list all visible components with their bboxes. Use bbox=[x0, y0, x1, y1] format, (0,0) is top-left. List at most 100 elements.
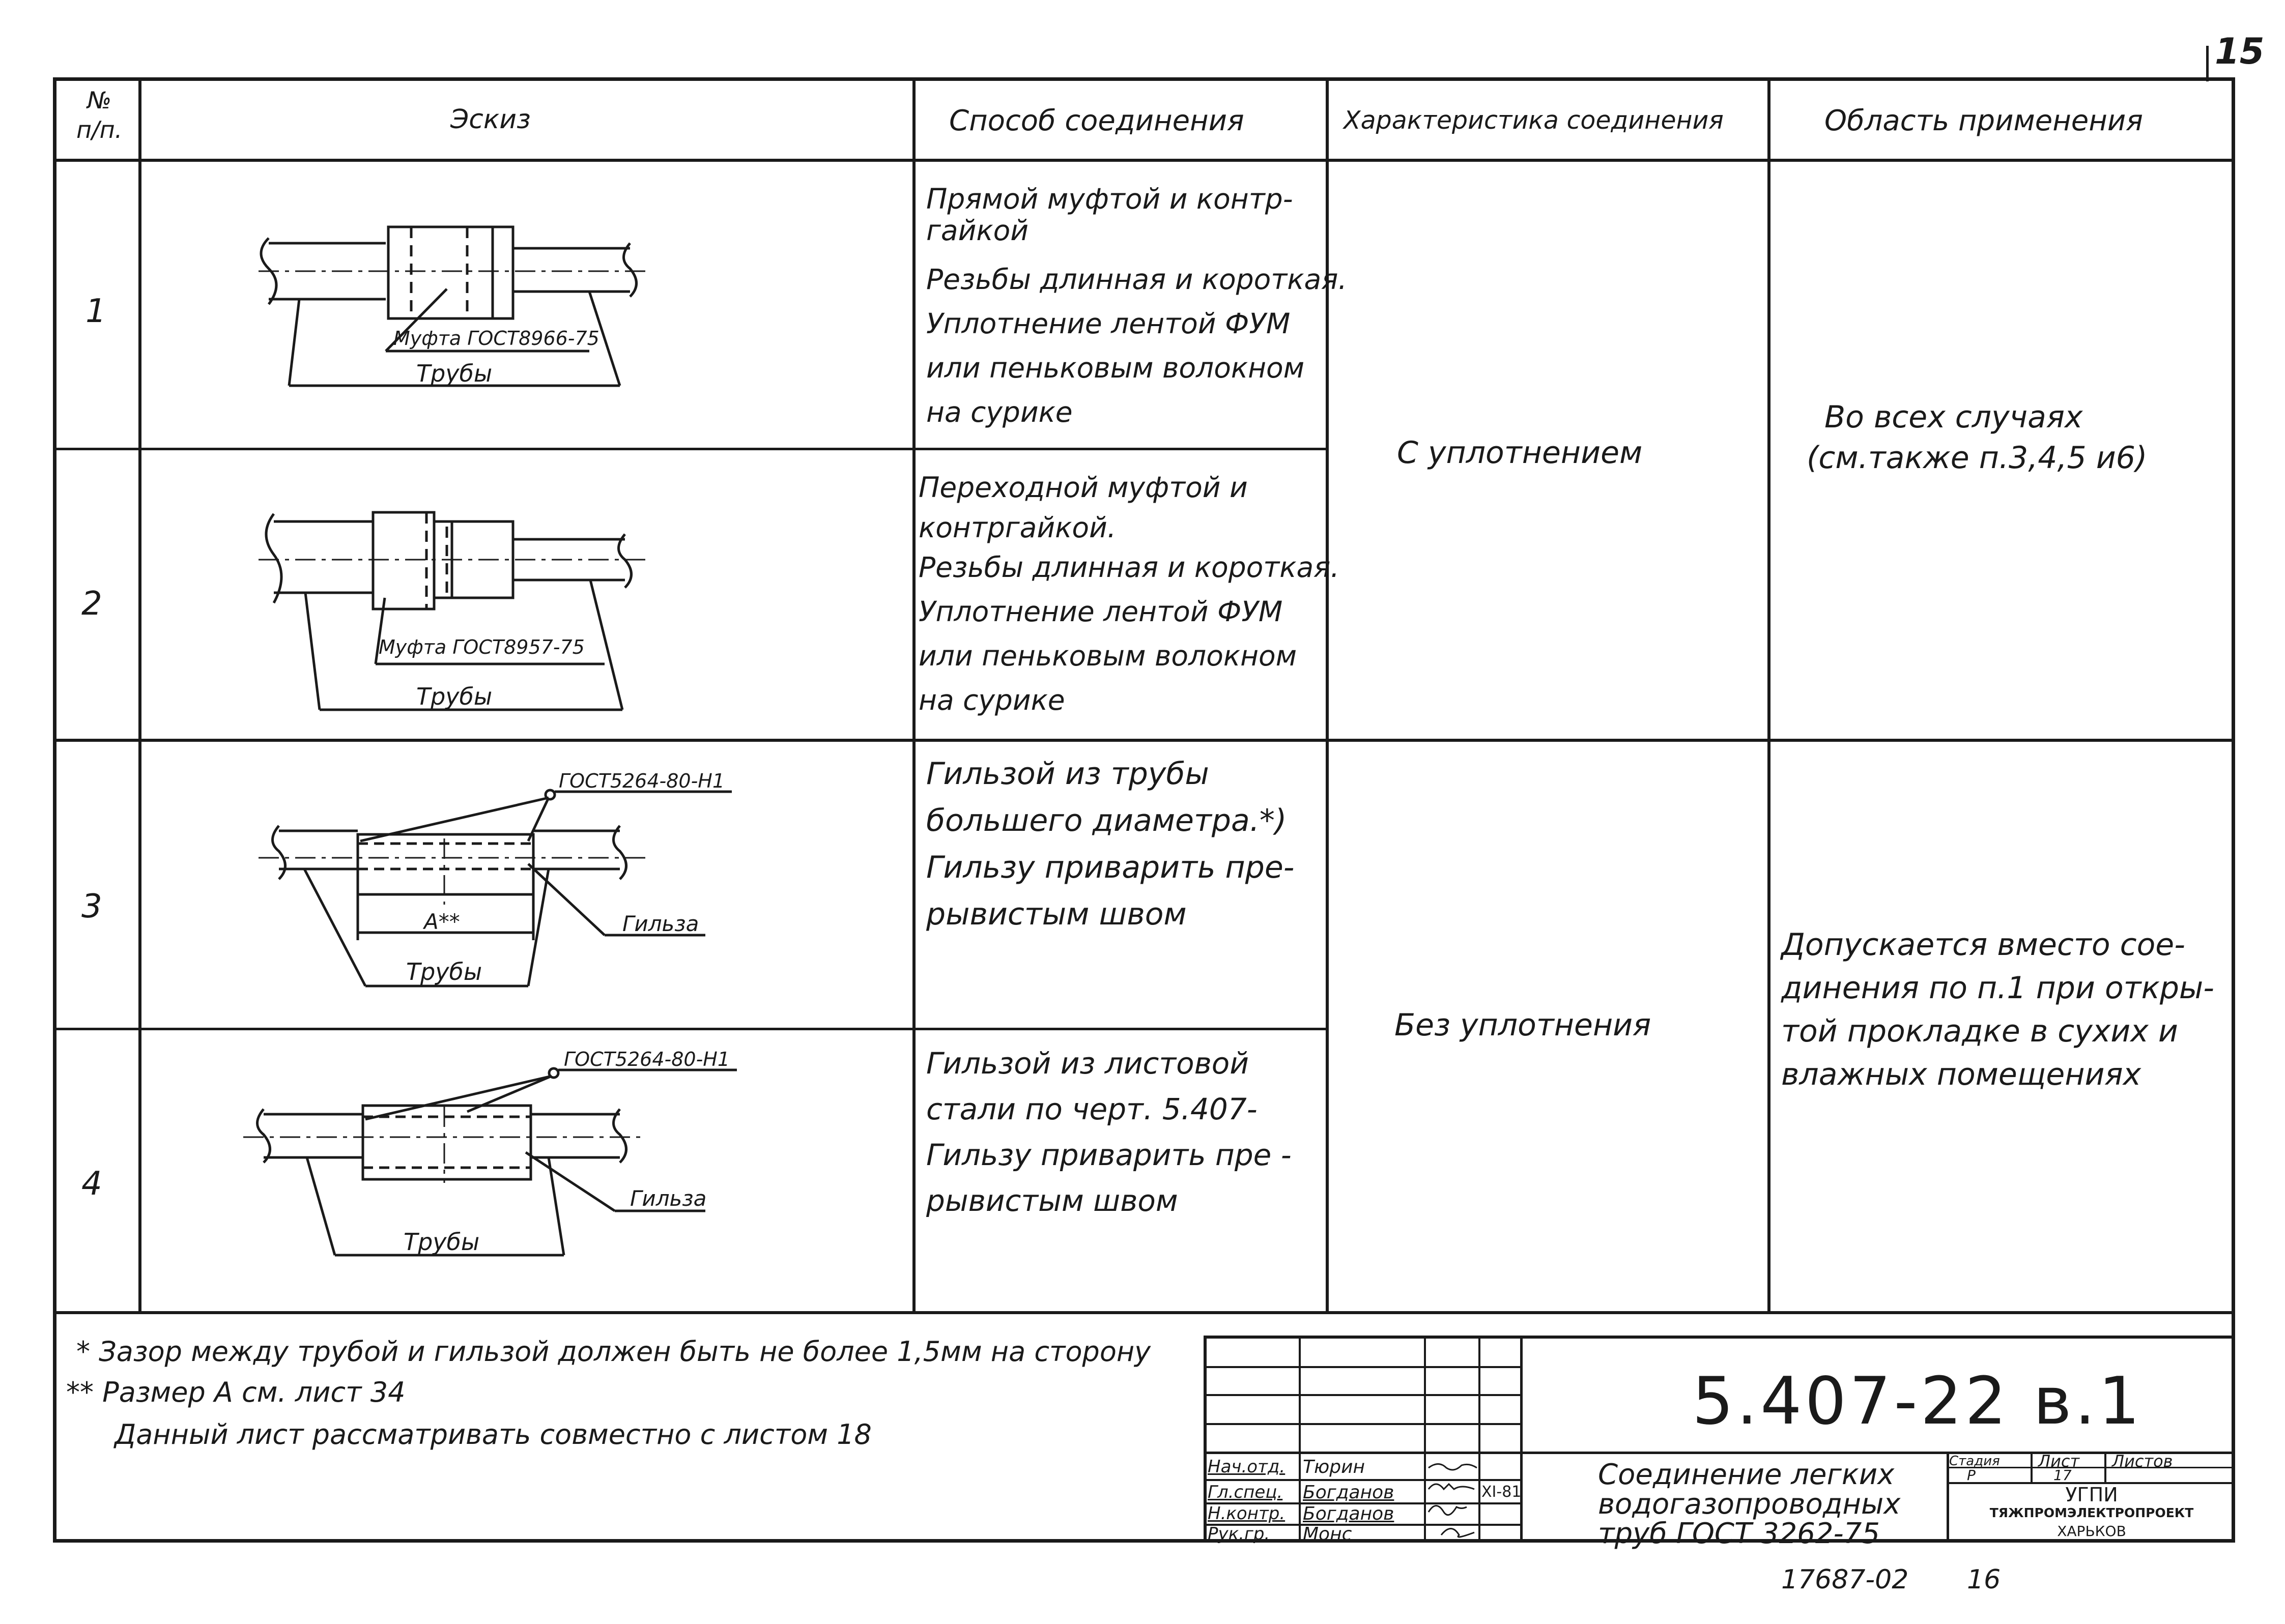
sheet-header: Лист bbox=[2038, 1452, 2080, 1471]
characteristic-group-2: Без уплотнения bbox=[1394, 1007, 1651, 1043]
sketch-label: Муфта ГОСТ8957-75 bbox=[379, 636, 585, 658]
tb-divider bbox=[1520, 1336, 1523, 1543]
sig-role: Гл.спец. bbox=[1208, 1482, 1283, 1502]
tb-divider bbox=[1424, 1336, 1426, 1543]
sketch-row-4: ГОСТ5264-80-Н1 Гильза Трубы bbox=[243, 1048, 737, 1257]
header-sketch: Эскиз bbox=[450, 104, 531, 135]
sketch-label: Муфта ГОСТ8966-75 bbox=[393, 327, 599, 350]
sketch-label: Трубы bbox=[416, 360, 492, 387]
application-line: Во всех случаях bbox=[1824, 399, 2083, 435]
doc-code: 5.407-22 в.1 bbox=[1692, 1364, 2143, 1439]
tb-divider bbox=[1299, 1336, 1301, 1543]
method-line: на сурике bbox=[919, 684, 1065, 716]
row-number: 3 bbox=[81, 888, 102, 925]
method-text-row-3: Гильзой из трубы большего диаметра.*) Ги… bbox=[926, 750, 1294, 938]
col-divider bbox=[912, 77, 916, 1311]
method-text-row-1: Прямой муфтой и контр- гайкой Резьбы дли… bbox=[926, 183, 1347, 434]
row-divider bbox=[53, 448, 1326, 450]
method-line: Гильзу приварить пре- bbox=[926, 850, 1295, 885]
tb-divider bbox=[1204, 1452, 2235, 1454]
sketch-label: Трубы bbox=[406, 958, 482, 985]
note-2: ** Размер А см. лист 34 bbox=[66, 1376, 406, 1408]
sig-name: Тюрин bbox=[1303, 1457, 1365, 1477]
method-line: контргайкой. bbox=[919, 511, 1117, 544]
sketch-label: Трубы bbox=[404, 1228, 479, 1256]
doc-title-line: Соединение легких bbox=[1598, 1458, 1895, 1491]
footer-stamp: 17687-02 bbox=[1781, 1564, 1909, 1595]
application-line: той прокладке в сухих и bbox=[1781, 1013, 2178, 1049]
tb-divider bbox=[1204, 1479, 1522, 1481]
col-divider bbox=[138, 77, 141, 1311]
method-line: гайкой bbox=[926, 214, 1029, 247]
header-characteristic: Характеристика соединения bbox=[1344, 106, 1724, 135]
org-name: УГПИ ТЯЖПРОМЭЛЕКТРОПРОЕКТ ХАРЬКОВ bbox=[1949, 1484, 2234, 1541]
method-line: или пеньковым волокном bbox=[926, 352, 1305, 384]
method-line: Уплотнение лентой ФУМ bbox=[926, 307, 1291, 340]
stage-value: Р bbox=[1967, 1467, 1976, 1484]
org-line: ТЯЖПРОМЭЛЕКТРОПРОЕКТ bbox=[1989, 1505, 2194, 1520]
sketch-label: Трубы bbox=[416, 683, 492, 710]
method-line: Переходной муфтой и bbox=[919, 471, 1248, 504]
page-number: 15 bbox=[2215, 31, 2265, 72]
tb-divider bbox=[1947, 1452, 1949, 1543]
tb-divider bbox=[1947, 1482, 2235, 1484]
signature-marks bbox=[1427, 1463, 1477, 1538]
header-application: Область применения bbox=[1824, 104, 2143, 137]
doc-title-line: труб ГОСТ 3262-75 bbox=[1598, 1517, 1880, 1550]
application-line: (см.также п.3,4,5 и6) bbox=[1807, 440, 2148, 476]
header-method: Способ соединения bbox=[949, 104, 1244, 137]
note-1: * Зазор между трубой и гильзой должен бы… bbox=[76, 1336, 1151, 1368]
method-line: стали по черт. 5.407- bbox=[926, 1092, 1258, 1126]
application-group-2: Допускается вместо сое- динения по п.1 п… bbox=[1781, 923, 2214, 1096]
method-line: большего диаметра.*) bbox=[926, 803, 1287, 838]
sig-date: XI-81 bbox=[1481, 1483, 1522, 1501]
sig-role: Нач.отд. bbox=[1208, 1457, 1286, 1477]
sig-name: Монс bbox=[1303, 1524, 1352, 1545]
method-line: Гильзу приварить пре - bbox=[926, 1138, 1292, 1172]
application-line: влажных помещениях bbox=[1781, 1057, 2141, 1092]
method-line: рывистым швом bbox=[926, 1183, 1178, 1218]
sketch-label: ГОСТ5264-80-Н1 bbox=[559, 770, 725, 792]
tb-divider bbox=[1204, 1394, 1522, 1396]
sig-name: Богданов bbox=[1303, 1482, 1394, 1503]
page-number-tick bbox=[2206, 46, 2209, 81]
header-num: № п/п. bbox=[76, 85, 122, 144]
org-line: УГПИ bbox=[2065, 1484, 2118, 1506]
row-number: 1 bbox=[85, 293, 106, 330]
org-line: ХАРЬКОВ bbox=[2057, 1523, 2126, 1540]
drawing-frame bbox=[53, 77, 2235, 1543]
application-group-1: Во всех случаях (см.также п.3,4,5 и6) bbox=[1807, 397, 2147, 478]
row-number: 2 bbox=[81, 585, 102, 623]
method-text-row-4: Гильзой из листовой стали по черт. 5.407… bbox=[926, 1040, 1292, 1224]
note-3: Данный лист рассматривать совместно с ли… bbox=[115, 1418, 872, 1451]
tb-divider bbox=[1204, 1366, 1522, 1368]
table-bottom bbox=[53, 1311, 2235, 1314]
tb-divider bbox=[1204, 1423, 1522, 1425]
header-num-line: № bbox=[87, 86, 112, 114]
doc-title-line: водогазопроводных bbox=[1598, 1488, 1901, 1521]
col-divider bbox=[1767, 77, 1770, 1311]
sketch-row-1: Муфта ГОСТ8966-75 Трубы bbox=[259, 225, 645, 387]
tb-border bbox=[1204, 1336, 1207, 1543]
method-line: Гильзой из листовой bbox=[926, 1046, 1249, 1081]
method-line: рывистым швом bbox=[926, 896, 1187, 932]
row-divider bbox=[53, 739, 2235, 742]
sketch-row-3: ГОСТ5264-80-Н1 Гильза А** Трубы bbox=[259, 770, 732, 988]
method-line: Резьбы длинная и короткая. bbox=[926, 263, 1347, 296]
method-line: на сурике bbox=[926, 396, 1073, 428]
application-line: Допускается вместо сое- bbox=[1781, 927, 2185, 963]
col-divider bbox=[1326, 77, 1329, 1311]
sketch-label: Гильза bbox=[622, 911, 699, 936]
sheets-header: Листов bbox=[2112, 1452, 2173, 1471]
doc-title: Соединение легких водогазопроводных труб… bbox=[1598, 1460, 1900, 1549]
sketch-label: Гильза bbox=[630, 1186, 706, 1211]
sketch-label: А** bbox=[422, 909, 460, 934]
sig-name: Богданов bbox=[1303, 1503, 1394, 1524]
tb-divider bbox=[1204, 1524, 1522, 1526]
tb-border bbox=[1204, 1336, 2235, 1339]
method-text-row-2: Переходной муфтой и контргайкой. Резьбы … bbox=[919, 466, 1339, 722]
row-number: 4 bbox=[81, 1165, 102, 1203]
sig-role: Н.контр. bbox=[1208, 1503, 1286, 1524]
stage-header: Стадия bbox=[1949, 1454, 2000, 1469]
footer-number: 16 bbox=[1967, 1564, 2001, 1595]
